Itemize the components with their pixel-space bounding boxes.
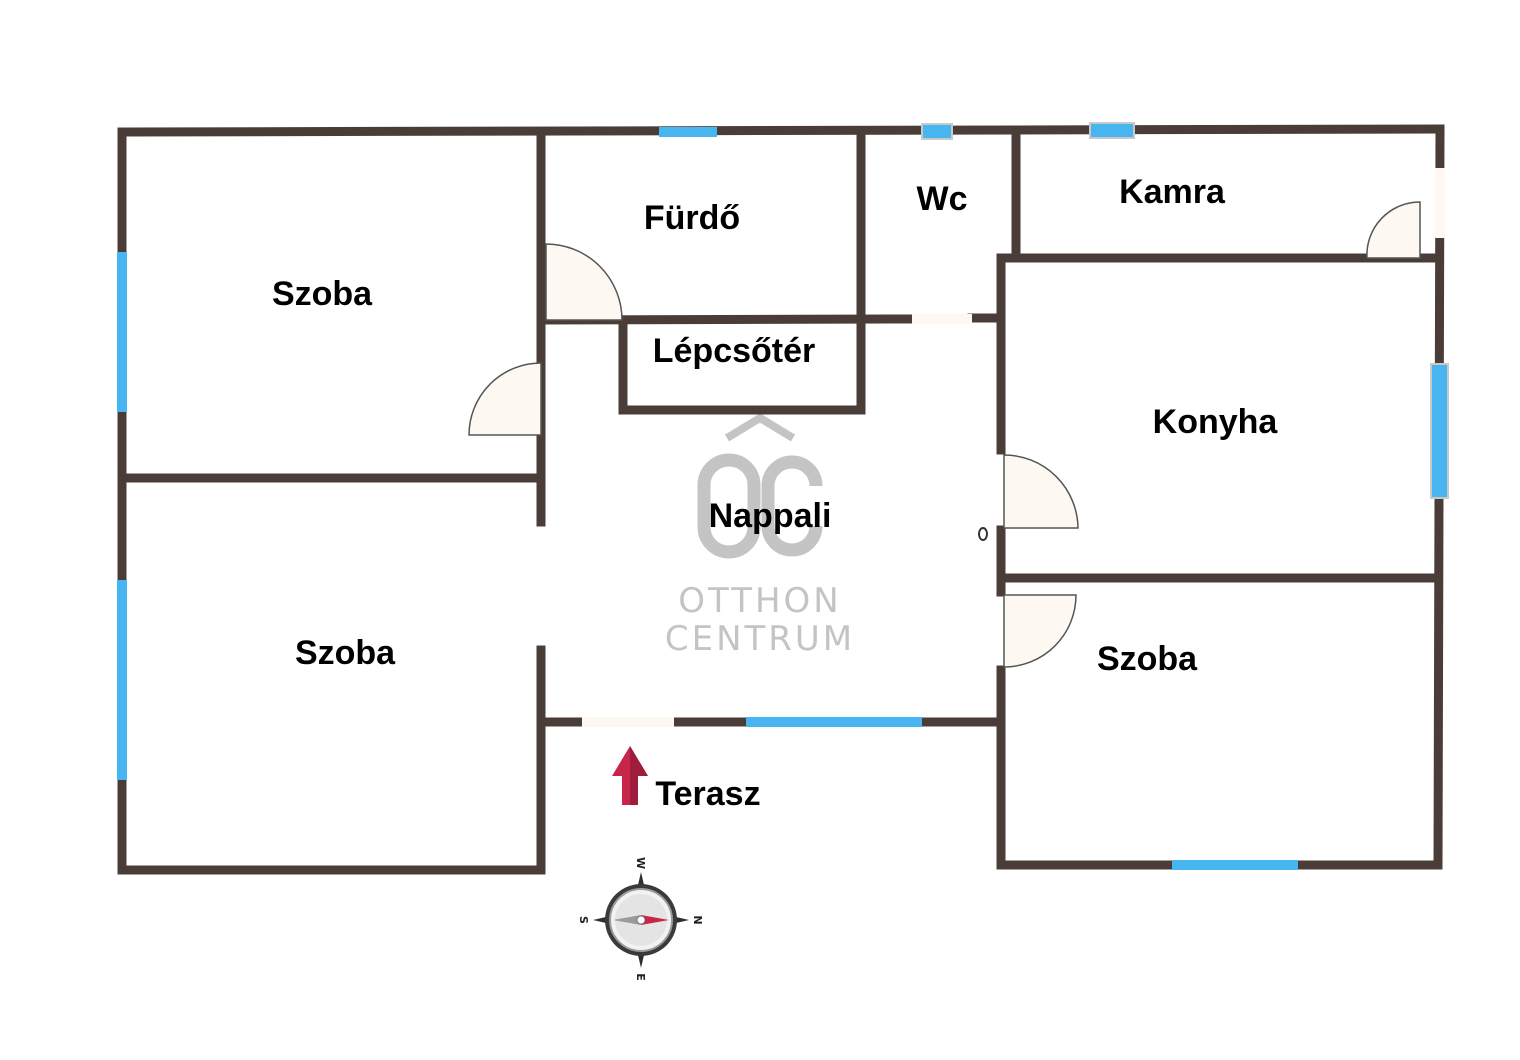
label-terasz: Terasz: [655, 775, 760, 813]
window-wc: [921, 123, 953, 140]
window-kamra: [1089, 122, 1135, 139]
opening-lepcsoter: [912, 314, 972, 324]
opening-terasz: [582, 717, 674, 727]
label-szoba-right: Szoba: [1097, 640, 1198, 678]
compass-bottom-letter: E: [634, 973, 647, 981]
label-lepcsoter: Lépcsőtér: [653, 332, 816, 370]
window-furdo: [659, 127, 717, 137]
window-szoba-right: [1172, 860, 1298, 870]
wall-top: [117, 124, 1445, 137]
watermark-line2: CENTRUM: [665, 619, 855, 659]
label-wc: Wc: [917, 180, 968, 218]
label-szoba-bottom-left: Szoba: [295, 634, 396, 672]
door-furdo: [545, 243, 623, 321]
door-szoba-right: [1003, 594, 1077, 668]
door-konyha: [1003, 454, 1079, 529]
watermark-chevron-icon: [724, 413, 796, 442]
label-szoba-top-left: Szoba: [272, 275, 373, 313]
label-kamra: Kamra: [1119, 173, 1226, 211]
watermark: OTTHON CENTRUM: [665, 413, 855, 659]
label-konyha: Konyha: [1153, 403, 1279, 441]
watermark-letter-o: [697, 453, 761, 559]
window-szoba-bottom-left: [117, 580, 127, 780]
compass-top-letter: W: [634, 857, 647, 869]
label-nappali: Nappali: [709, 497, 832, 535]
window-szoba-top-left: [117, 252, 127, 412]
windows: [117, 122, 1449, 870]
door-openings: [582, 168, 1445, 727]
walls: [117, 124, 1445, 875]
compass-right-letter: N: [691, 915, 704, 924]
door-handle-icon: [978, 527, 988, 541]
compass-left-letter: S: [577, 916, 590, 924]
door-szoba-top-left: [468, 362, 542, 436]
door-kamra: [1366, 201, 1421, 259]
label-furdo: Fürdő: [644, 199, 740, 237]
window-nappali: [746, 717, 922, 727]
compass-rose-icon: W N E S: [577, 857, 704, 981]
window-konyha: [1430, 363, 1449, 499]
room-labels: Szoba Fürdő Wc Kamra Lépcsőtér Konyha Na…: [272, 173, 1278, 813]
watermark-line1: OTTHON: [678, 581, 841, 621]
opening-kamra-right: [1435, 168, 1445, 238]
compass-needle-north: [641, 915, 669, 925]
watermark-letter-c: [761, 455, 823, 557]
doors: [468, 201, 1421, 668]
entrance-arrow-icon: [612, 746, 648, 805]
compass-needle-south: [613, 915, 641, 925]
